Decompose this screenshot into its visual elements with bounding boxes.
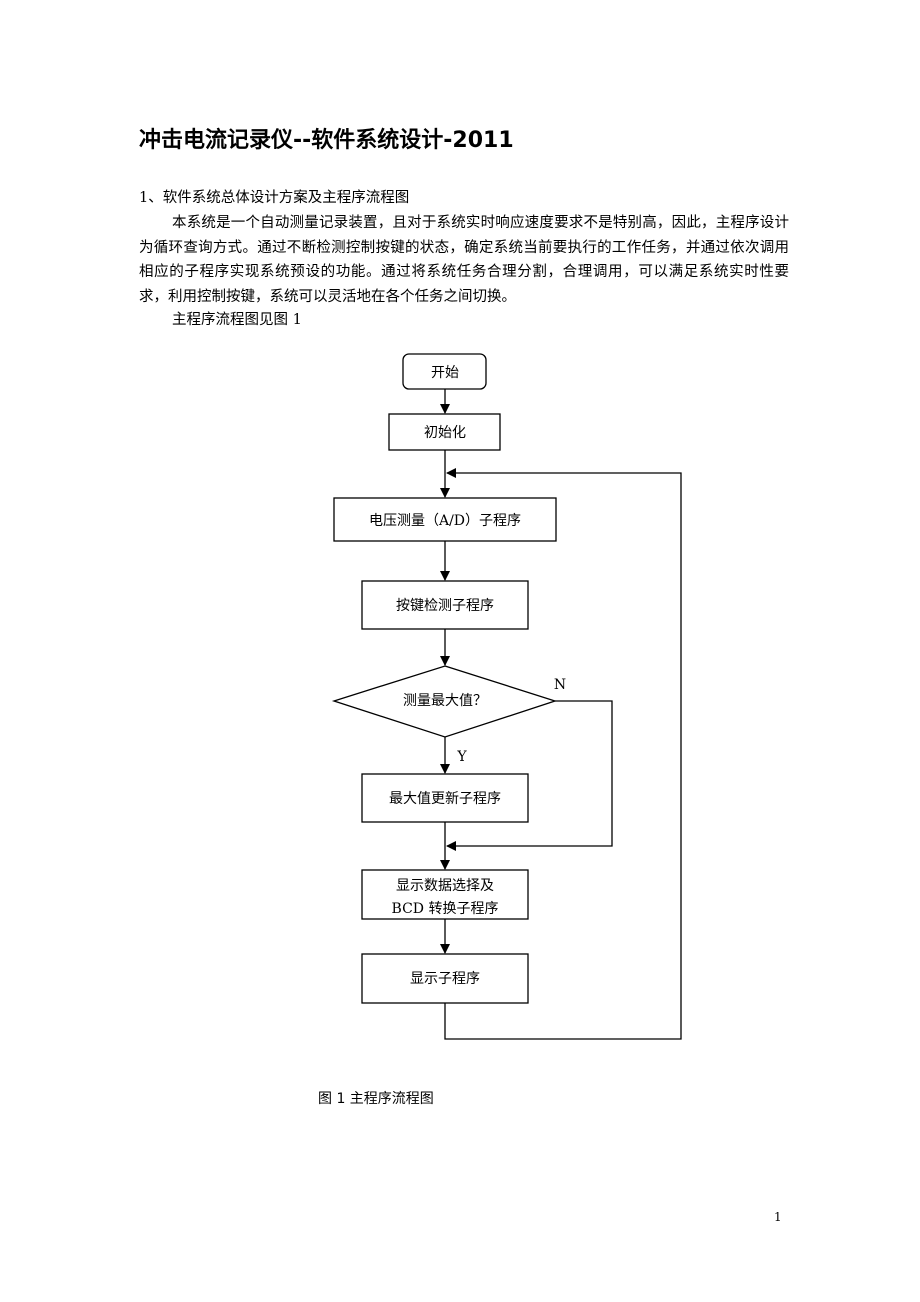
- section-heading: 1、软件系统总体设计方案及主程序流程图: [139, 190, 410, 206]
- init-label: 初始化: [424, 424, 466, 441]
- max-update-label: 最大值更新子程序: [389, 791, 501, 807]
- display-node: [361, 953, 529, 1004]
- document-title: 冲击电流记录仪--软件系统设计-2011: [139, 128, 514, 153]
- body-paragraph: 本系统是一个自动测量记录装置，且对于系统实时响应速度要求不是特别高，因此，主程序…: [139, 215, 789, 305]
- figure-reference: 主程序流程图见图 1: [172, 312, 302, 328]
- page-number: 1: [774, 1210, 782, 1224]
- figure-caption: 图 1 主程序流程图: [318, 1091, 434, 1107]
- decision-no-label: N: [554, 677, 566, 693]
- voltage-measure-node: [333, 497, 557, 542]
- display-select-node: [361, 869, 529, 920]
- init-node: [388, 413, 501, 451]
- decision-no-line: [446, 700, 613, 851]
- display-select-label-line1: 显示数据选择及: [396, 878, 494, 894]
- display-label: 显示子程序: [410, 971, 480, 987]
- loop-back-line: [444, 468, 682, 1040]
- decision-label: 测量最大值？: [403, 693, 487, 709]
- display-select-label-line2: BCD 转换子程序: [392, 900, 499, 917]
- key-detect-node: [361, 580, 529, 630]
- start-label: 开始: [431, 365, 459, 381]
- key-detect-label: 按键检测子程序: [396, 598, 494, 614]
- decision-yes-label: Y: [456, 749, 467, 765]
- voltage-measure-label: 电压测量（A/D）子程序: [369, 513, 521, 529]
- max-update-node: [361, 773, 529, 823]
